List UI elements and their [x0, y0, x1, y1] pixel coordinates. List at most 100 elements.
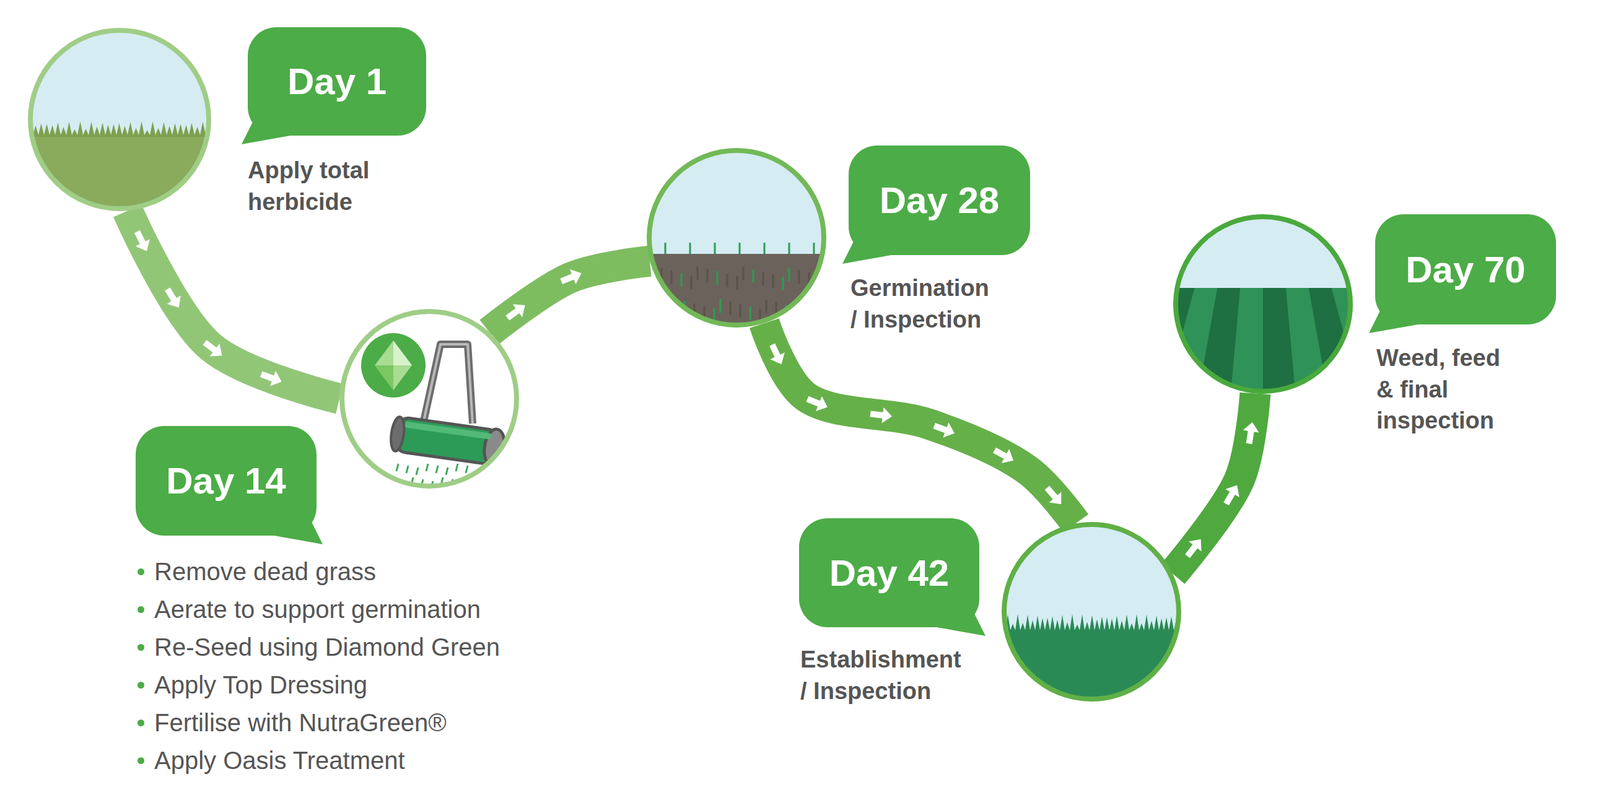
direction-chevron: [200, 336, 228, 363]
bubble-tail: [842, 224, 899, 264]
bullet-dot: [137, 568, 145, 576]
bullet-dot: [137, 644, 145, 652]
direction-chevron: [931, 418, 958, 441]
seedling: [772, 274, 775, 289]
bullet-dot: [137, 681, 145, 689]
falling-seed: [396, 463, 399, 472]
task-text: Fertilise with NutraGreen®: [154, 709, 447, 738]
scene-clip: [21, 27, 223, 229]
seedling: [719, 299, 722, 313]
seedling: [795, 307, 798, 321]
task-item: Remove dead grass: [137, 553, 609, 591]
circle-border: [1004, 524, 1179, 700]
connector-group: [489, 261, 650, 333]
seedling: [788, 267, 791, 282]
sprout: [813, 242, 816, 254]
seedling: [670, 270, 673, 285]
seedling: [818, 275, 821, 289]
bubble-tail: [266, 504, 323, 545]
speech-bubble: Day 14: [135, 426, 317, 536]
connector-group: [127, 210, 340, 399]
seedling: [690, 275, 693, 290]
seedling: [657, 305, 660, 320]
seedling: [811, 300, 814, 315]
step-circle: Day 1Apply total herbicide: [27, 27, 212, 212]
step-circle: Day 14Remove dead grassAerate to support…: [339, 309, 520, 489]
step-description: Weed, feed & final inspection: [1376, 342, 1510, 437]
task-text: Apply Oasis Treatment: [154, 747, 406, 775]
direction-chevron: [869, 405, 894, 425]
direction-chevron: [804, 391, 831, 415]
seedling: [782, 276, 785, 291]
bubble-tail: [241, 104, 298, 145]
flow-band: [764, 323, 1076, 524]
seedling: [696, 266, 699, 280]
seedling: [729, 301, 732, 316]
seedling: [706, 268, 709, 283]
scene: [1065, 34, 1428, 468]
step-circle: Day 42Establishment / Inspection: [1001, 522, 1182, 702]
sky: [1173, 214, 1353, 289]
day-label: Day 14: [166, 459, 286, 503]
mow-stripe: [1065, 34, 1264, 401]
step-text: Germination / Inspection: [850, 272, 1000, 336]
speech-bubble: Day 42: [799, 518, 980, 628]
seedling: [726, 273, 729, 288]
task-item: Fertilise with NutraGreen®: [137, 704, 609, 743]
direction-chevron: [765, 341, 789, 368]
step-circle: Day 70Weed, feed & final inspection: [1173, 214, 1353, 394]
seeder-handle-shine: [421, 344, 473, 430]
scene: [339, 309, 520, 489]
diamond-facet: [374, 365, 394, 391]
seedling: [654, 277, 657, 292]
step-description: Apply total herbicide: [247, 154, 381, 218]
sprout: [788, 242, 791, 254]
connector-group: [1172, 393, 1260, 574]
connector-group: [764, 323, 1076, 524]
seedling: [765, 299, 768, 314]
diamond-facet: [393, 340, 412, 366]
direction-chevron: [130, 227, 155, 255]
seedling: [736, 276, 739, 290]
falling-seed: [406, 465, 409, 474]
day-label: Day 42: [829, 551, 949, 595]
task-item: Apply Oasis Treatment: [137, 742, 609, 780]
seedling: [762, 271, 765, 286]
diamond-logo: [374, 340, 412, 391]
task-text: Aerate to support germination: [154, 595, 481, 624]
step-description: Establishment / Inspection: [800, 644, 968, 707]
seedling: [752, 269, 755, 284]
direction-chevron: [502, 298, 531, 325]
direction-chevron: [990, 443, 1018, 469]
day-label: Day 1: [287, 60, 387, 103]
sprout: [714, 242, 717, 254]
speech-bubble: Day 28: [848, 145, 1031, 256]
sprout: [763, 242, 766, 254]
day-label: Day 28: [879, 179, 1000, 222]
seedling: [739, 304, 742, 318]
bubble-tail: [1368, 293, 1425, 334]
step-text: Establishment / Inspection: [800, 644, 968, 707]
circle-border: [1175, 216, 1351, 392]
task-text: Re-Seed using Diamond Green: [154, 633, 500, 662]
seedling: [749, 306, 752, 321]
bullet-dot: [137, 606, 145, 614]
circle-border: [341, 311, 517, 487]
step-circle: Day 28Germination / Inspection: [646, 148, 827, 328]
sprout: [664, 242, 667, 254]
scene: [995, 522, 1189, 720]
task-list: Remove dead grassAerate to support germi…: [137, 553, 609, 780]
scene: [646, 148, 827, 344]
task-item: Re-Seed using Diamond Green: [137, 628, 609, 667]
speech-bubble: Day 1: [247, 27, 427, 136]
sprout: [738, 242, 741, 254]
falling-seed: [445, 467, 448, 476]
seeder-handle: [421, 344, 473, 430]
circle-illustration: [27, 27, 212, 212]
direction-chevron: [160, 284, 186, 312]
task-item: Aerate to support germination: [137, 590, 609, 629]
flow-band: [127, 210, 340, 399]
seedling: [798, 270, 801, 284]
direction-chevron: [1219, 481, 1244, 508]
